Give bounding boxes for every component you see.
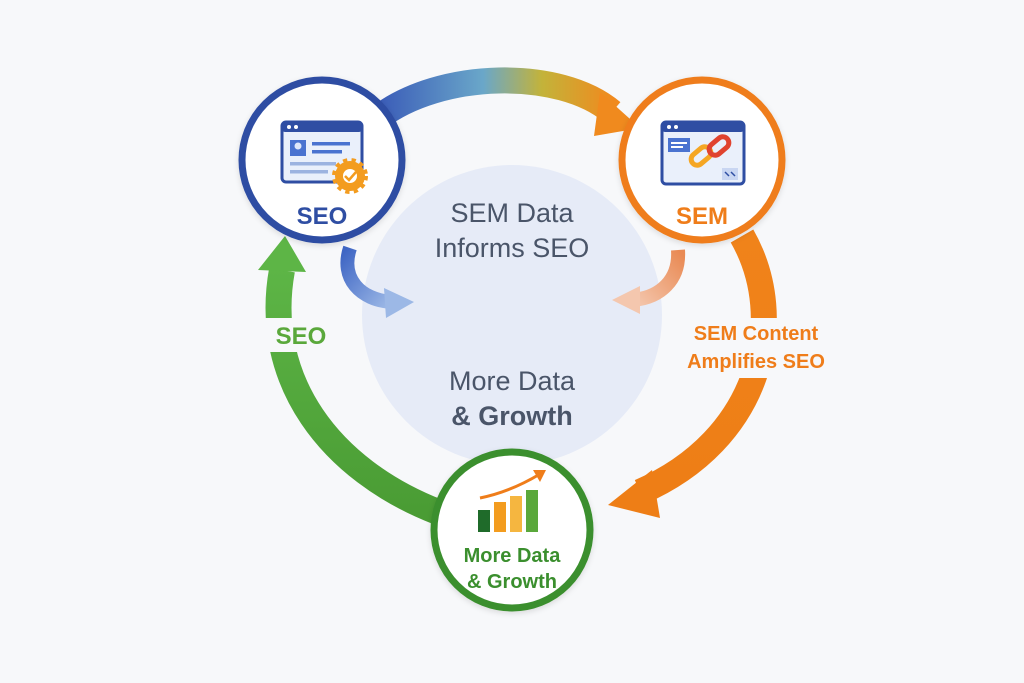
sem-node-label: SEM xyxy=(676,203,728,230)
bar-chart-growth-icon xyxy=(478,470,546,532)
webpage-gear-icon xyxy=(280,120,368,194)
left-label-backdrop xyxy=(262,318,340,352)
center-top-line1: SEM Data xyxy=(450,198,574,228)
center-bottom-line2: & Growth xyxy=(451,401,573,431)
right-label-backdrop xyxy=(676,318,836,378)
arrow-seo-to-sem xyxy=(370,67,640,136)
left-edge-label: SEO xyxy=(276,323,327,350)
seo-node-label: SEO xyxy=(297,203,348,230)
inner-arrow-orange xyxy=(612,249,686,314)
right-edge-label-line2: Amplifies SEO xyxy=(687,351,825,373)
center-disc xyxy=(362,165,662,465)
center-top-line2: Informs SEO xyxy=(435,233,590,263)
center-bottom-line1: More Data xyxy=(449,366,576,396)
inner-arrow-blue xyxy=(340,245,414,318)
growth-node-label-line1: More Data xyxy=(464,545,562,567)
right-edge-label-line1: SEM Content xyxy=(694,323,819,345)
arrow-growth-to-seo xyxy=(258,236,443,525)
growth-node-label-line2: & Growth xyxy=(467,571,557,593)
chain-link-icon xyxy=(660,120,746,186)
